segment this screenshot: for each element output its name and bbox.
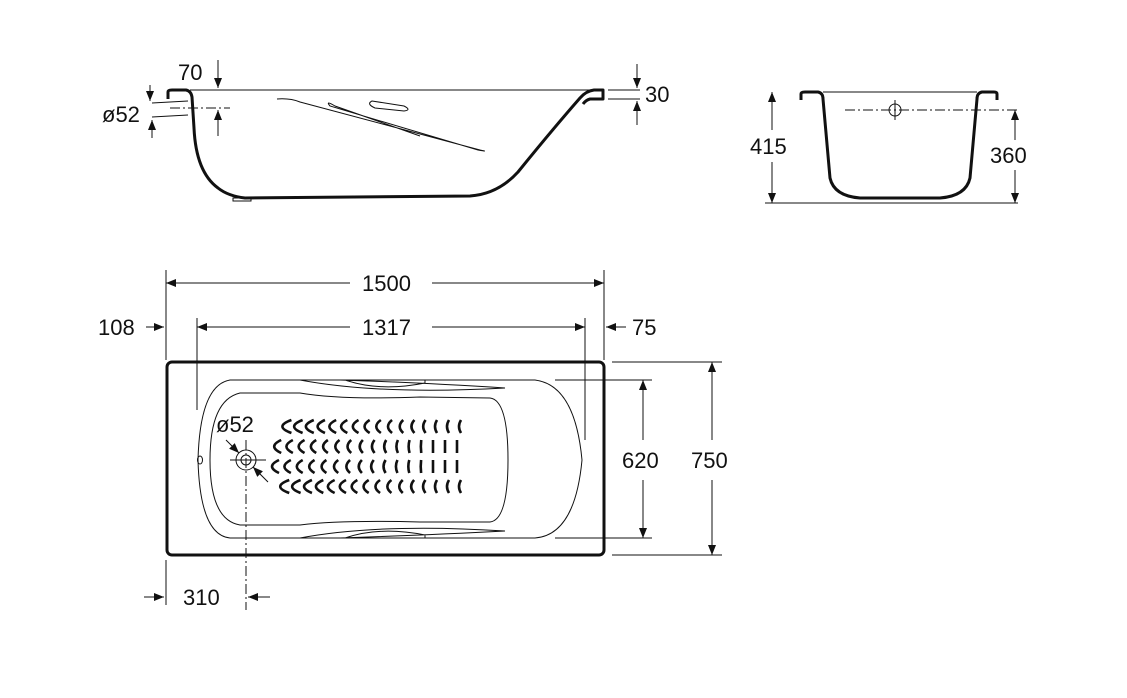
inner-basin-outer bbox=[197, 379, 583, 539]
dim-inner-length: 1317 bbox=[362, 315, 411, 340]
dim-right-margin: 75 bbox=[632, 315, 656, 340]
anti-slip-rib bbox=[272, 438, 282, 455]
anti-slip-rib bbox=[445, 419, 451, 434]
anti-slip-rib bbox=[421, 419, 427, 434]
anti-slip-rib bbox=[433, 479, 439, 494]
anti-slip-rib bbox=[386, 418, 393, 435]
anti-slip-rib bbox=[302, 478, 313, 495]
anti-slip-rib bbox=[433, 419, 439, 434]
dim-drain-diameter: ø52 bbox=[216, 412, 254, 437]
anti-slip-rib bbox=[457, 419, 463, 434]
dim-arrow bbox=[225, 439, 240, 454]
dim-overflow-diameter: ø52 bbox=[102, 102, 140, 127]
end-view: 415 360 bbox=[750, 90, 1027, 204]
anti-slip-rib bbox=[407, 459, 411, 474]
anti-slip-rib bbox=[397, 479, 404, 494]
anti-slip-rib bbox=[290, 478, 302, 495]
dim-drain-offset: 310 bbox=[183, 585, 220, 610]
overflow-line bbox=[151, 100, 189, 104]
anti-slip-rib bbox=[346, 439, 353, 454]
anti-slip-rib bbox=[409, 479, 416, 494]
anti-slip-rib bbox=[278, 478, 290, 495]
anti-slip-rib bbox=[369, 459, 375, 474]
handle-side bbox=[369, 100, 409, 112]
anti-slip-rib bbox=[363, 418, 371, 435]
anti-slip-rib bbox=[326, 478, 336, 495]
anti-slip-rib bbox=[283, 458, 292, 475]
anti-slip-rib bbox=[285, 438, 294, 455]
anti-slip-rib bbox=[307, 458, 316, 475]
anti-slip-rib bbox=[407, 439, 411, 454]
dim-inner-width: 620 bbox=[622, 448, 659, 473]
anti-slip-rib bbox=[292, 418, 304, 435]
dim-total-height: 415 bbox=[750, 134, 787, 159]
side-view-outline bbox=[166, 88, 605, 200]
dim-arrow bbox=[252, 466, 269, 483]
plan-view: ø52 1500 1317 108 75 620 750 310 bbox=[98, 270, 728, 610]
anti-slip-rib bbox=[281, 418, 292, 435]
anti-slip-rib bbox=[445, 479, 451, 494]
inner-basin-floor bbox=[209, 392, 509, 526]
foot bbox=[232, 197, 252, 202]
anti-slip-rib bbox=[320, 458, 328, 475]
anti-slip-rib bbox=[374, 418, 382, 435]
anti-slip-rib bbox=[295, 458, 304, 475]
dim-overall-width: 750 bbox=[691, 448, 728, 473]
anti-slip-rib bbox=[370, 439, 376, 454]
anti-slip-rib bbox=[316, 418, 326, 435]
handle-bottom bbox=[299, 527, 506, 539]
dim-inner-depth: 360 bbox=[990, 143, 1027, 168]
dim-left-margin: 108 bbox=[98, 315, 135, 340]
anti-slip-rib bbox=[351, 418, 360, 435]
anti-slip-rib bbox=[328, 418, 337, 435]
anti-slip-rib bbox=[358, 439, 364, 454]
anti-slip-rib bbox=[314, 478, 324, 495]
anti-slip-rib bbox=[309, 438, 317, 455]
plan-outline bbox=[165, 360, 606, 557]
anti-slip-rib bbox=[382, 459, 387, 474]
end-view-outline bbox=[799, 90, 999, 200]
anti-slip-rib bbox=[345, 459, 351, 474]
anti-slip-rib bbox=[421, 479, 427, 494]
dim-overall-length: 1500 bbox=[362, 271, 411, 296]
anti-slip-rib bbox=[321, 438, 329, 455]
anti-slip-rib bbox=[350, 478, 359, 495]
overflow-hole bbox=[197, 455, 203, 465]
anti-slip-rib bbox=[338, 478, 347, 495]
headrest-contour bbox=[276, 98, 485, 152]
anti-slip-rib bbox=[374, 478, 381, 495]
anti-slip-rib bbox=[339, 418, 348, 435]
anti-slip-rib bbox=[362, 478, 370, 495]
anti-slip-ribs bbox=[270, 418, 463, 495]
handle-top bbox=[299, 379, 506, 391]
anti-slip-rib bbox=[457, 479, 463, 494]
anti-slip-rib bbox=[395, 439, 400, 454]
side-view: 70 ø52 30 bbox=[102, 60, 669, 202]
anti-slip-rib bbox=[386, 478, 393, 495]
dim-rim-thickness: 30 bbox=[645, 82, 669, 107]
anti-slip-rib bbox=[304, 418, 315, 435]
overflow-line bbox=[151, 114, 189, 118]
anti-slip-rib bbox=[332, 458, 340, 475]
anti-slip-rib bbox=[297, 438, 306, 455]
anti-slip-rib bbox=[382, 439, 388, 454]
anti-slip-rib bbox=[334, 438, 341, 455]
anti-slip-rib bbox=[398, 419, 405, 434]
dim-overflow-offset: 70 bbox=[178, 60, 202, 85]
anti-slip-rib bbox=[410, 419, 416, 434]
anti-slip-rib bbox=[270, 458, 280, 475]
anti-slip-rib bbox=[357, 459, 363, 474]
anti-slip-rib bbox=[394, 459, 399, 474]
